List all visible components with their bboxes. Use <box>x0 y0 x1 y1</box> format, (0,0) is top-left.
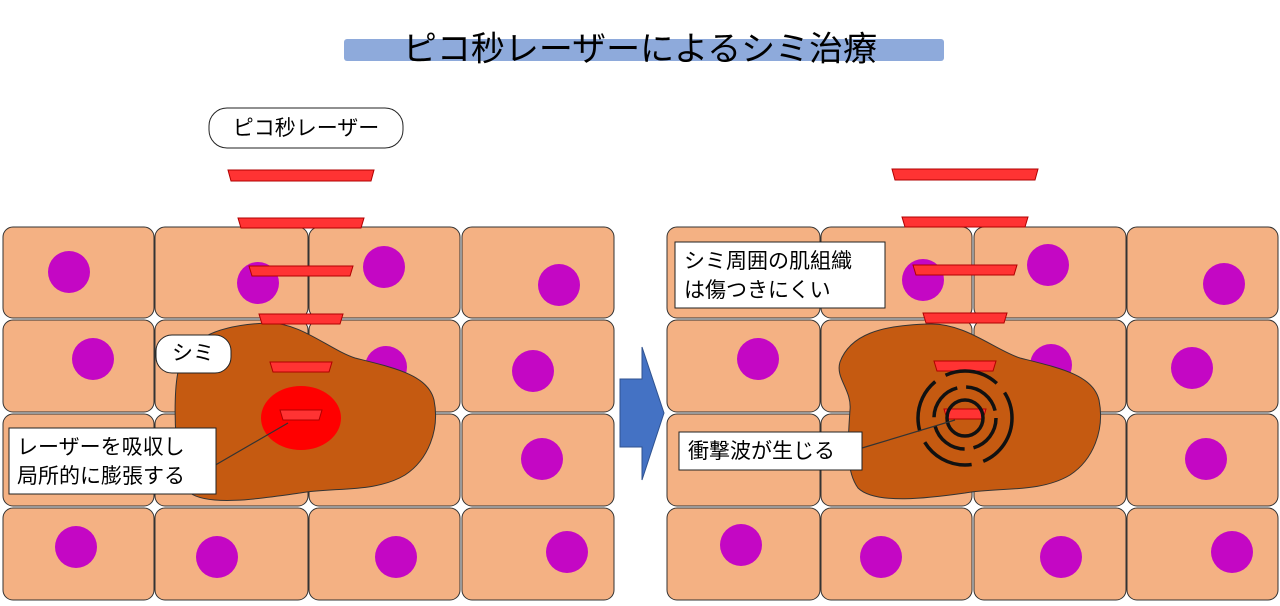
page-title: ピコ秒レーザーによるシミ治療 <box>403 30 877 70</box>
absorb-label-line2: 局所的に膨張する <box>17 464 185 488</box>
spot-label: シミ <box>172 341 214 365</box>
laser-label-box <box>208 107 404 149</box>
tissue-label-line2: は傷つきにくい <box>684 278 831 302</box>
laser-label: ピコ秒レーザー <box>233 116 380 140</box>
callout-leader-shockwave <box>861 419 956 449</box>
shockwave-label-box <box>678 431 863 471</box>
left-panel <box>2 169 615 601</box>
concentric-arcs-icon <box>916 369 1014 467</box>
cell-nuclei-right <box>720 244 1253 578</box>
laser-pulses-right <box>891 168 1039 420</box>
right-panel <box>666 168 1279 601</box>
absorb-label-box <box>8 427 217 495</box>
shockwave-label: 衝撃波が生じる <box>688 439 835 463</box>
tissue-label-box <box>674 241 886 309</box>
laser-pulses-left <box>227 169 375 421</box>
title-bar <box>344 39 944 61</box>
tissue-label-line1: シミ周囲の肌組織 <box>684 249 852 273</box>
spot-label-box <box>155 334 232 374</box>
absorb-label-line1: レーザーを吸収し <box>17 435 185 459</box>
right-arrow-icon <box>619 346 665 481</box>
callout-leader-absorb <box>211 422 289 468</box>
